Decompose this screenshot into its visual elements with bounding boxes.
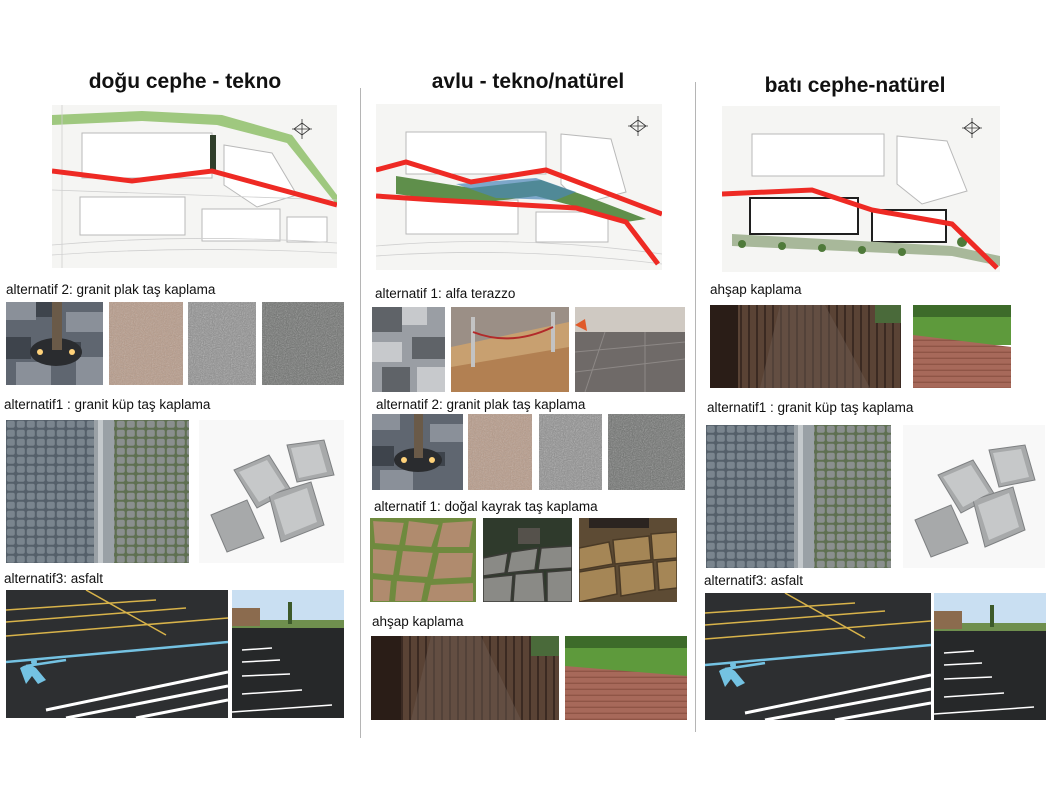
- site-plan-image: [52, 105, 337, 268]
- wood-deck-walkway-photo: [710, 305, 901, 388]
- wood-deck-walkway-photo: [371, 636, 559, 720]
- section-label: ahşap kaplama: [372, 614, 464, 629]
- column-title-avlu: avlu - tekno/natürel: [431, 70, 625, 93]
- section-label: alternatif3: asfalt: [4, 571, 104, 586]
- section-label: alternatif1 : granit küp taş kaplama: [707, 400, 914, 415]
- asphalt-lot-photo: [934, 593, 1046, 720]
- granite-cube-photo: [903, 425, 1045, 568]
- terrazzo-tiles-photo: [372, 307, 445, 392]
- slate-patio-photo: [483, 518, 572, 602]
- grey-granite-texture: [188, 302, 256, 385]
- slate-paving-photo: [370, 518, 476, 602]
- granite-cube-photo: [199, 420, 344, 563]
- column-divider: [695, 82, 696, 732]
- section-label: alternatif 2: granit plak taş kaplama: [376, 397, 586, 412]
- section-label: alternatif 1: alfa terazzo: [375, 286, 516, 301]
- pink-granite-texture: [109, 302, 183, 385]
- granite-plaza-photo: [372, 414, 463, 490]
- wood-deck-lawn-photo: [913, 305, 1011, 388]
- wood-deck-lawn-photo: [565, 636, 687, 720]
- granite-plaza-photo: [6, 302, 103, 385]
- terrazzo-entrance-photo: [451, 307, 569, 392]
- asphalt-lot-photo: [232, 590, 344, 718]
- section-label: alternatif 1: doğal kayrak taş kaplama: [374, 499, 598, 514]
- site-plan-image: [376, 104, 662, 270]
- dark-granite-texture: [262, 302, 344, 385]
- grey-granite-texture: [539, 414, 602, 490]
- section-label: ahşap kaplama: [710, 282, 802, 297]
- section-label: alternatif3: asfalt: [704, 573, 804, 588]
- slate-terrace-photo: [579, 518, 677, 602]
- asphalt-parking-photo: [6, 590, 228, 718]
- section-label: alternatif 2: granit plak taş kaplama: [6, 282, 216, 297]
- terrazzo-plaza-photo: [575, 307, 685, 392]
- column-title-bati: batı cephe-natürel: [764, 74, 946, 97]
- cobblestone-photo: [706, 425, 891, 568]
- section-label: alternatif1 : granit küp taş kaplama: [4, 397, 211, 412]
- column-divider: [360, 88, 361, 738]
- dark-granite-texture: [608, 414, 685, 490]
- cobblestone-photo: [6, 420, 189, 563]
- asphalt-parking-photo: [705, 593, 931, 720]
- site-plan-image: [722, 106, 1000, 272]
- column-title-dogu: doğu cephe - tekno: [88, 70, 282, 93]
- pink-granite-texture: [468, 414, 532, 490]
